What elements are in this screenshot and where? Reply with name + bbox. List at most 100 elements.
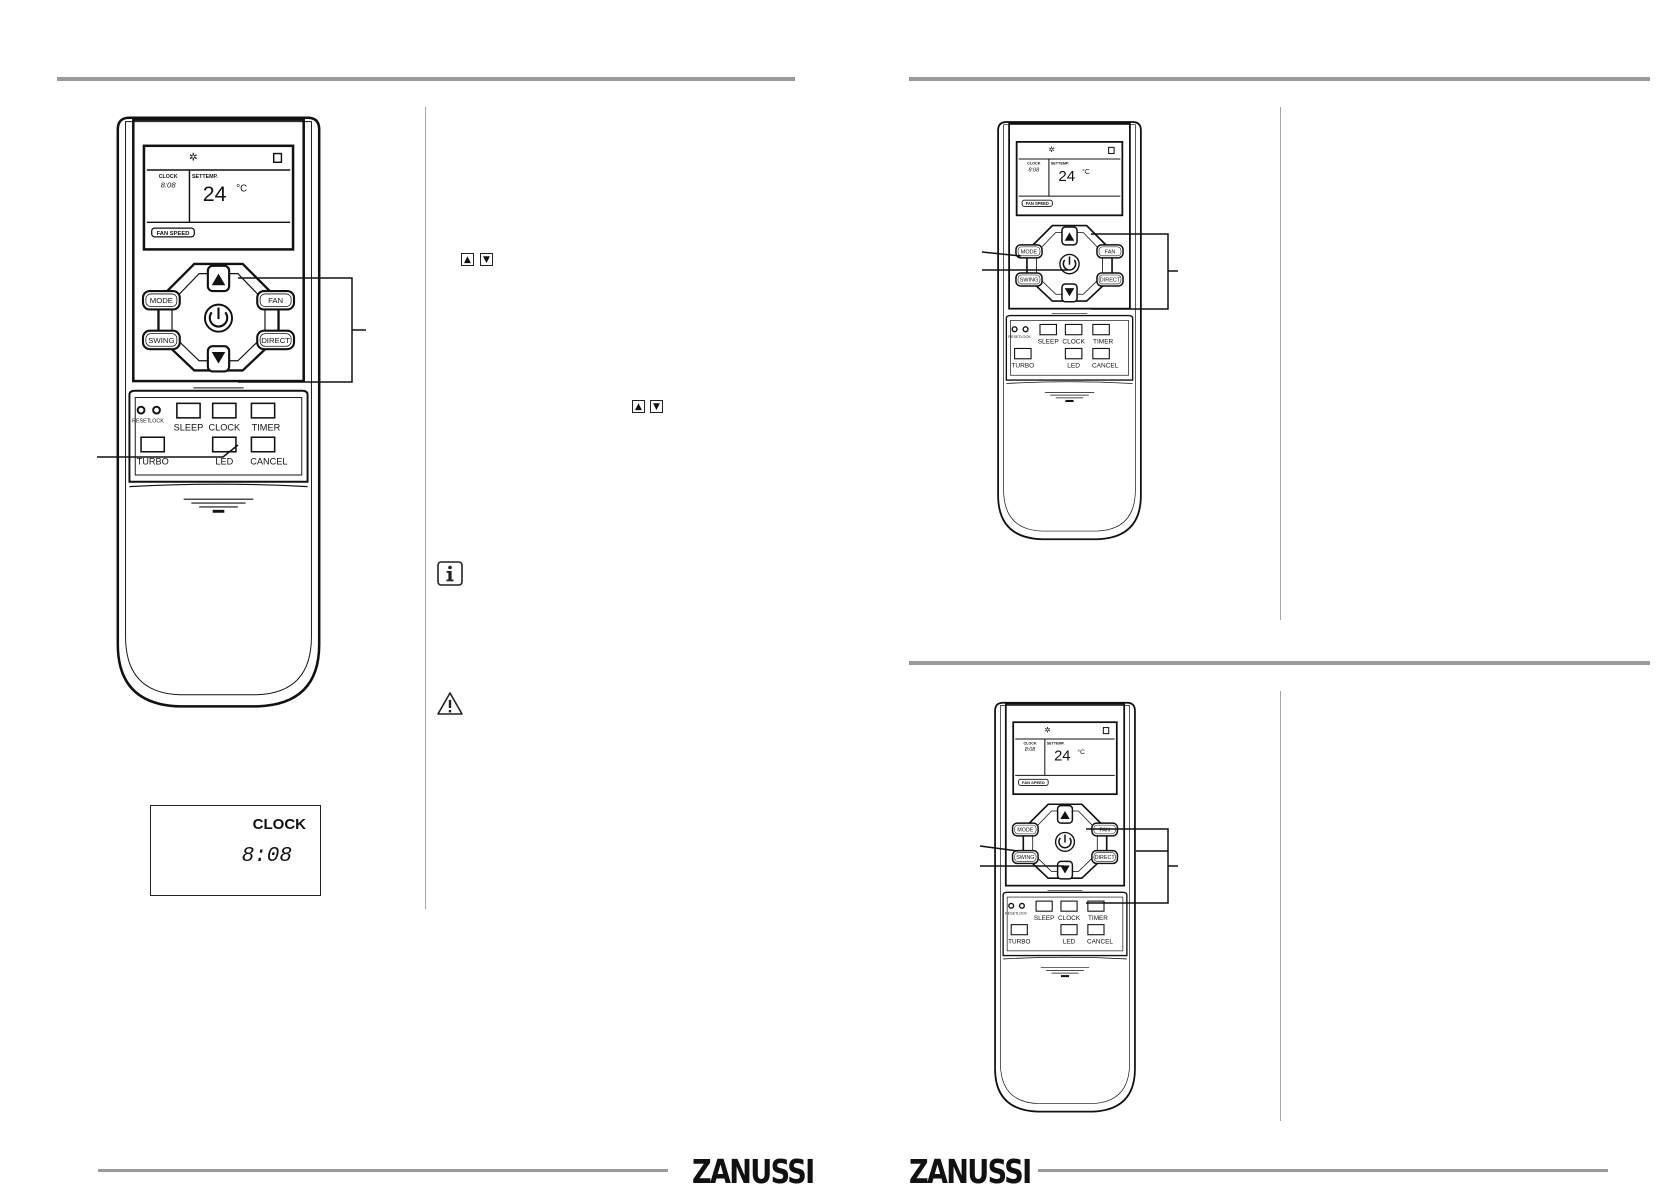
sleep-button[interactable]: SLEEP	[1034, 900, 1055, 922]
lock-pinhole[interactable]	[1022, 326, 1029, 333]
reset-pinhole[interactable]	[1008, 902, 1015, 909]
lcd-settemp-label: SETTEMP.	[192, 174, 218, 180]
clock-button[interactable]: CLOCK	[1062, 323, 1085, 346]
timer-button[interactable]: TIMER	[1092, 323, 1114, 346]
led-button-key	[1060, 924, 1078, 936]
power-button[interactable]	[1054, 831, 1076, 853]
swing-button-label: SWING	[148, 336, 174, 345]
cover-seam	[129, 483, 308, 488]
lcd-clock-time: 8:08	[161, 180, 177, 189]
up-button[interactable]	[1056, 804, 1074, 824]
cover-seam	[1006, 381, 1133, 384]
mode-button[interactable]: MODE	[141, 289, 181, 311]
reset-pinhole[interactable]	[136, 405, 146, 415]
lcd-settemp-label: SETTEMP.	[1051, 162, 1069, 166]
swing-button-inner	[1014, 852, 1037, 862]
cancel-button[interactable]: CANCEL	[1092, 347, 1119, 370]
turbo-button[interactable]: TURBO	[1011, 347, 1034, 370]
nav-pad-inner	[1032, 810, 1098, 872]
led-button[interactable]: LED	[211, 436, 237, 466]
warning-icon	[437, 692, 463, 715]
cancel-button[interactable]: CANCEL	[1087, 924, 1113, 946]
column-divider-right-bottom	[1280, 691, 1281, 1121]
power-icon	[208, 311, 229, 328]
fan-button-label: FAN	[268, 296, 283, 305]
direct-button[interactable]: DIRECT	[256, 329, 296, 351]
swing-button[interactable]: SWING	[141, 329, 181, 351]
lock-label: LOCK	[149, 419, 164, 425]
fan-button[interactable]: FAN	[256, 289, 296, 311]
cancel-button-label: CANCEL	[250, 456, 287, 466]
turbo-button-label: TURBO	[137, 456, 169, 466]
fan-button-label: FAN	[1099, 827, 1110, 833]
down-arrow-icon	[211, 352, 226, 364]
down-button[interactable]	[206, 345, 231, 373]
cover-notch	[212, 509, 225, 513]
swing-button-label: SWING	[1020, 278, 1039, 284]
lcd-clock-label: CLOCK	[1023, 741, 1036, 745]
fan-button[interactable]: FAN	[1096, 244, 1124, 259]
swing-button-inner	[145, 333, 178, 347]
direct-button[interactable]: DIRECT	[1091, 849, 1119, 865]
snowflake-icon: ✲	[1044, 725, 1050, 734]
reset-pinhole[interactable]	[1011, 326, 1018, 333]
sleep-button-label: SLEEP	[1034, 915, 1055, 922]
turbo-button[interactable]: TURBO	[137, 436, 169, 466]
fan-button-inner	[259, 293, 292, 307]
timer-button[interactable]: TIMER	[250, 402, 281, 432]
lower-panel-inner	[1006, 896, 1124, 952]
mode-button[interactable]: MODE	[1011, 822, 1039, 837]
led-button-label: LED	[215, 456, 233, 466]
sleep-button-key	[176, 402, 201, 419]
direct-button[interactable]: DIRECT	[1096, 272, 1124, 287]
cancel-button-key	[1087, 924, 1105, 936]
clock-button[interactable]: CLOCK	[208, 402, 241, 432]
direct-button-label: DIRECT	[1100, 278, 1121, 284]
lower-panel-inner	[1010, 319, 1129, 376]
column-divider-right-top	[1280, 107, 1281, 620]
clock-button-key	[1060, 900, 1078, 912]
power-button[interactable]	[203, 303, 234, 333]
lcd-temperature: 24	[1058, 168, 1075, 185]
lower-panel-inner	[134, 397, 303, 476]
down-button[interactable]	[1061, 283, 1078, 303]
lock-label: LOCK	[1017, 912, 1028, 916]
mode-button-label: MODE	[1017, 827, 1034, 833]
direct-button-shape	[256, 329, 296, 351]
clock-button[interactable]: CLOCK	[1058, 900, 1081, 922]
info-icon	[437, 561, 463, 586]
cancel-button[interactable]: CANCEL	[250, 436, 287, 466]
fan-speed-indicator	[1018, 778, 1049, 786]
timer-button[interactable]: TIMER	[1087, 900, 1108, 922]
nav-pad-inner	[1036, 232, 1103, 295]
turbo-button-key	[1014, 347, 1032, 360]
led-button[interactable]: LED	[1060, 924, 1078, 946]
lcd-temperature: 24	[203, 182, 227, 206]
lcd-clock-time: 8:08	[1025, 747, 1035, 753]
swing-button[interactable]: SWING	[1011, 849, 1039, 865]
sleep-button[interactable]: SLEEP	[174, 402, 204, 432]
led-button[interactable]: LED	[1064, 347, 1083, 370]
cancel-button-label: CANCEL	[1087, 938, 1113, 945]
up-arrow-icon: ▲	[632, 400, 645, 413]
power-button[interactable]	[1059, 253, 1080, 275]
up-button[interactable]	[206, 264, 231, 293]
sleep-button[interactable]: SLEEP	[1038, 323, 1059, 346]
cover-seam	[1003, 956, 1127, 960]
lcd-fan-speed-label: FAN SPEED	[1026, 201, 1049, 206]
turbo-button-key	[1010, 924, 1028, 936]
up-button[interactable]	[1061, 226, 1078, 246]
lock-pinhole[interactable]	[152, 405, 161, 415]
brand-logo-left: ZANUSSI	[692, 1152, 815, 1191]
mode-button[interactable]: MODE	[1015, 244, 1043, 259]
remote-body-inner	[1000, 705, 1130, 1104]
lock-pinhole[interactable]	[1018, 902, 1025, 909]
down-arrow-icon	[1064, 288, 1075, 297]
reset-label: RESET	[1005, 912, 1018, 916]
led-button-key	[1064, 347, 1083, 360]
swing-button[interactable]: SWING	[1015, 272, 1043, 287]
direct-button-shape	[1091, 849, 1119, 865]
turbo-button[interactable]: TURBO	[1008, 924, 1030, 946]
